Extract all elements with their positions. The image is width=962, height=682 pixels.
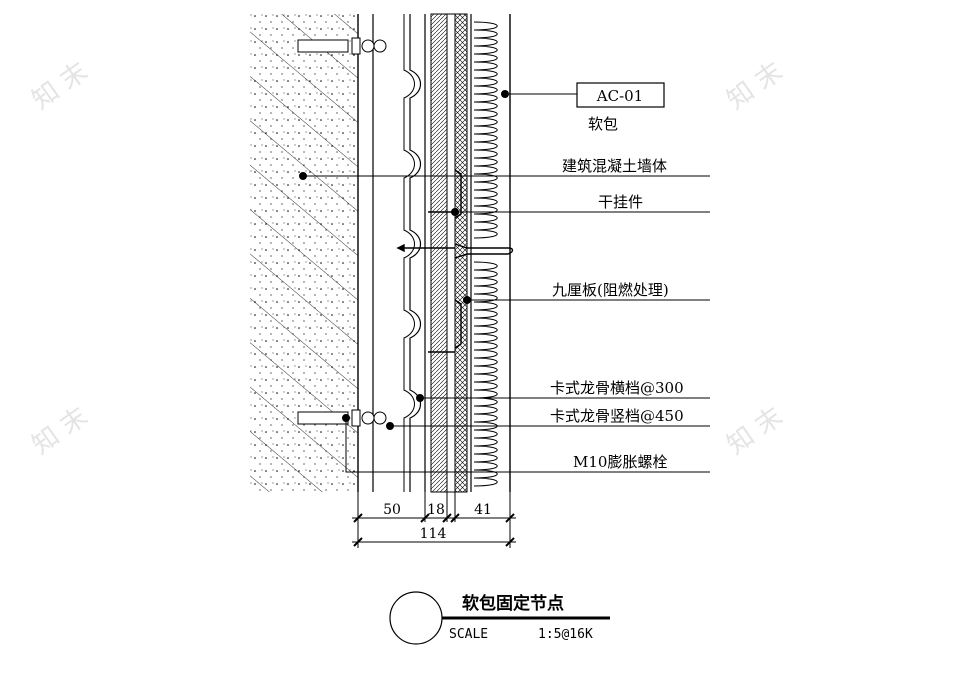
dim-18: 18 bbox=[427, 502, 445, 518]
label-vertical-keel: 卡式龙骨竖档@450 bbox=[550, 407, 684, 425]
svg-text:知 末: 知 末 bbox=[27, 57, 94, 116]
tag-ac01: AC-01 软包 bbox=[576, 82, 665, 133]
svg-text:知 末: 知 末 bbox=[722, 402, 789, 461]
concrete-wall bbox=[250, 14, 359, 492]
expansion-bolts bbox=[297, 37, 387, 427]
label-horizontal-keel: 卡式龙骨横档@300 bbox=[550, 379, 684, 397]
board-layers bbox=[430, 13, 511, 493]
dim-50: 50 bbox=[383, 502, 401, 518]
dim-41: 41 bbox=[474, 502, 492, 518]
scale-value: 1:5@16K bbox=[538, 627, 593, 642]
dimension-lines bbox=[352, 492, 516, 548]
title-block: 软包固定节点 SCALE 1:5@16K bbox=[389, 591, 610, 645]
material-labels: 建筑混凝土墙体 干挂件 九厘板(阻燃处理) 卡式龙骨横档@300 卡式龙骨竖档@… bbox=[550, 157, 684, 471]
scale-label: SCALE bbox=[449, 627, 488, 642]
label-plywood: 九厘板(阻燃处理) bbox=[552, 281, 669, 299]
label-concrete-wall: 建筑混凝土墙体 bbox=[562, 157, 667, 175]
tag-code: AC-01 bbox=[596, 87, 643, 105]
dim-total: 114 bbox=[420, 526, 447, 542]
label-hanger: 干挂件 bbox=[598, 193, 643, 211]
label-expansion-bolt: M10膨胀螺栓 bbox=[573, 453, 667, 471]
svg-text:知 末: 知 末 bbox=[27, 402, 94, 461]
dimension-values: 50 18 41 114 bbox=[383, 502, 492, 542]
svg-text:知 末: 知 末 bbox=[722, 57, 789, 116]
tag-caption: 软包 bbox=[588, 115, 618, 133]
watermarks: 知 末 知 末 知 末 知 末 bbox=[27, 57, 789, 461]
drawing-title: 软包固定节点 bbox=[462, 593, 564, 614]
leader-lines bbox=[299, 90, 710, 473]
screws bbox=[396, 169, 462, 353]
detail-circle bbox=[389, 591, 443, 645]
